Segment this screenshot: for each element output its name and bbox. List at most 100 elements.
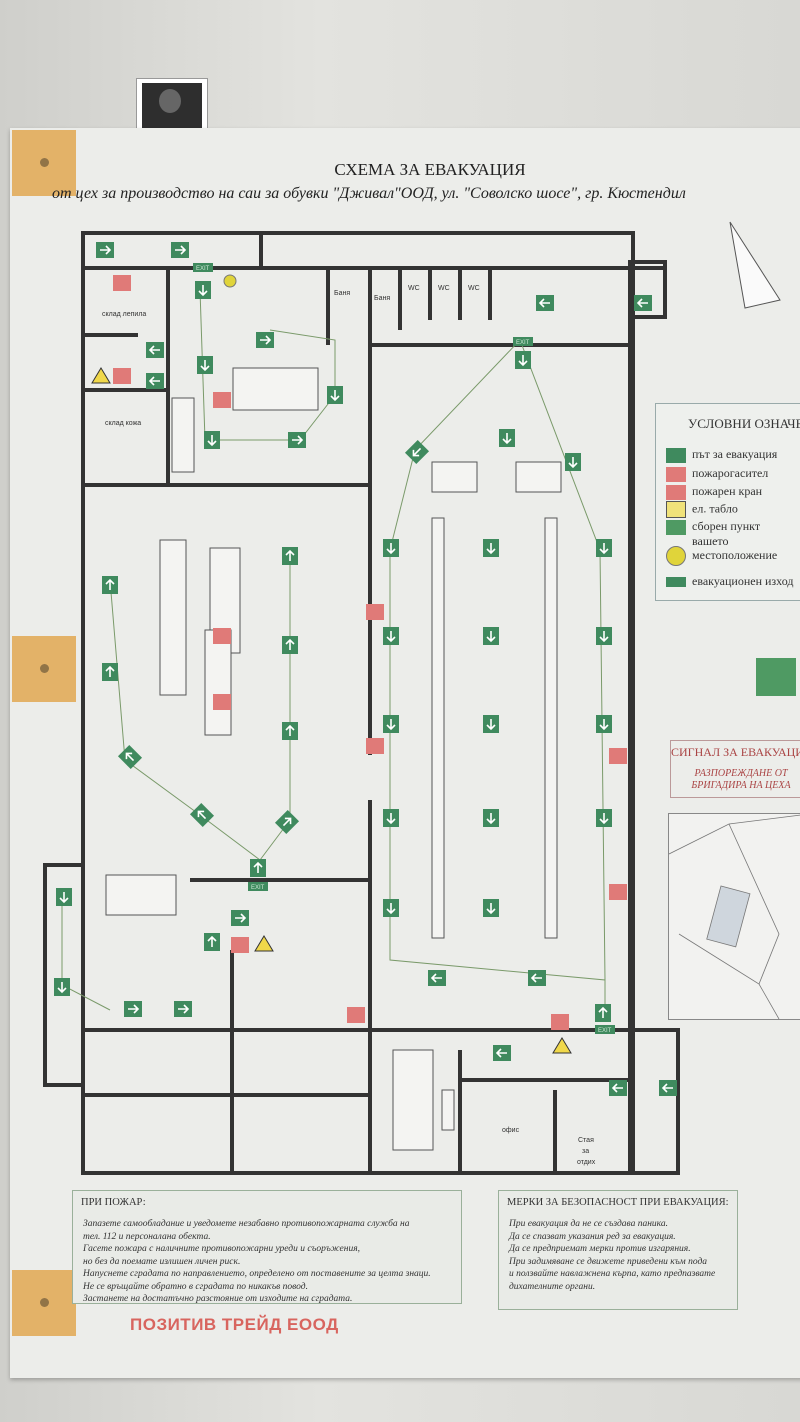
- evacuation-arrow-icon: [171, 242, 189, 258]
- safety-box-line: При задимяване се движете приведени към …: [509, 1256, 708, 1267]
- evacuation-arrow-icon: [195, 281, 211, 299]
- room-bath-1: Баня: [334, 290, 350, 297]
- exit-sign-icon: EXIT: [193, 263, 213, 272]
- walls: [43, 231, 680, 1175]
- evacuation-arrow-icon: [428, 970, 446, 986]
- electrical-panel-icon: [552, 1037, 572, 1054]
- evacuation-arrow-icon: [117, 744, 143, 770]
- assembly-point-icon: [666, 519, 686, 535]
- evacuation-arrow-icon: [528, 970, 546, 986]
- safety-box-line: дихателните органи.: [509, 1281, 596, 1292]
- exit-sign-label: EXIT: [196, 266, 210, 272]
- evacuation-arrow-icon: [274, 809, 300, 835]
- evacuation-arrow-icon: [204, 431, 220, 449]
- evacuation-arrow-icon: [56, 888, 72, 906]
- fire-extinguisher-icon: [347, 1007, 365, 1023]
- company-logo-sticker: [136, 78, 208, 135]
- fire-box-line: Напуснете сградата по направлението, опр…: [83, 1269, 431, 1279]
- legend-title: УСЛОВНИ ОЗНАЧЕНИЯ: [688, 416, 800, 431]
- evacuation-arrow-icon: [609, 1080, 627, 1096]
- evacuation-arrow-icon: [197, 356, 213, 374]
- evacuation-arrow-icon: [256, 332, 274, 348]
- safety-measures-box: МЕРКИ ЗА БЕЗОПАСНОСТ ПРИ ЕВАКУАЦИЯ: При …: [498, 1190, 738, 1310]
- evacuation-arrow-icon: [596, 627, 612, 645]
- fire-extinguisher-icon: [666, 466, 686, 482]
- fire-box-line: Не се връщайте обратно в сградата по ник…: [83, 1281, 308, 1292]
- evacuation-arrow-icon: [383, 715, 399, 733]
- company-name: ПОЗИТИВ ТРЕЙД ЕООД: [130, 1315, 339, 1334]
- legend-item: пожарогасител: [666, 466, 768, 482]
- site-map: [668, 813, 800, 1020]
- electrical-panel-icon: [666, 501, 686, 518]
- exit-sign-icon: EXIT: [513, 337, 533, 346]
- room-rest-2: за: [582, 1148, 589, 1155]
- evacuation-signal-box: СИГНАЛ ЗА ЕВАКУАЦИЯ РАЗПОРЕЖДАНЕ ОТ БРИГ…: [670, 740, 800, 798]
- evacuation-arrow-icon: [231, 910, 249, 926]
- safety-box-line: При евакуация да не се създава паника.: [509, 1219, 669, 1229]
- room-office: офис: [502, 1127, 520, 1134]
- legend-item: местоположение: [666, 546, 777, 566]
- you-are-here-marker: [223, 274, 237, 288]
- room-wc-1: WC: [408, 285, 420, 292]
- signal-title: СИГНАЛ ЗА ЕВАКУАЦИЯ: [671, 745, 800, 759]
- fire-extinguisher-icon: [609, 748, 627, 764]
- fire-extinguisher-icon: [366, 738, 384, 754]
- evacuation-arrow-icon: [204, 933, 220, 951]
- evacuation-arrow-icon: [565, 453, 581, 471]
- evacuation-arrow-icon: [102, 576, 118, 594]
- evacuation-arrow-icon: [483, 809, 499, 827]
- fire-extinguisher-icon: [113, 368, 131, 384]
- evacuation-arrow-icon: [596, 539, 612, 557]
- room-rest-1: Стая: [578, 1137, 594, 1144]
- you-are-here-icon: [666, 546, 686, 566]
- fire-extinguisher-icon: [609, 884, 627, 900]
- evacuation-plan-poster: [10, 128, 800, 1378]
- fire-extinguisher-icon: [551, 1014, 569, 1030]
- room-leather-storage: склад кожа: [105, 420, 141, 427]
- fire-box-title: ПРИ ПОЖАР:: [81, 1197, 146, 1208]
- evacuation-arrow-icon: [596, 809, 612, 827]
- evacuation-arrow-icon: [288, 432, 306, 448]
- safety-box-line: Да се предприемат мерки против изгаряния…: [509, 1244, 691, 1254]
- plan-subtitle: от цех за производство на саи за обувки …: [52, 185, 686, 202]
- fire-box-line: Гасете пожара с наличните противопожарни…: [83, 1244, 360, 1254]
- evacuation-arrow-icon: [515, 351, 531, 369]
- evacuation-arrow-icon: [383, 899, 399, 917]
- evacuation-arrow-icon: [659, 1080, 677, 1096]
- fire-hydrant-icon: [666, 484, 686, 500]
- electrical-panel-icon: [254, 935, 274, 952]
- evacuation-arrow-icon: [282, 722, 298, 740]
- tape-middle: [12, 636, 76, 702]
- fire-box-line: Застанете на достатъчно разстояние от из…: [83, 1294, 353, 1304]
- room-bath-2: Баня: [374, 295, 390, 302]
- exit-sign-icon: EXIT: [248, 882, 268, 891]
- evacuation-arrow-icon: [146, 342, 164, 358]
- exit-sign-label: EXIT: [251, 885, 265, 891]
- evacuation-arrow-icon: [483, 627, 499, 645]
- legend-item: ел. табло: [666, 501, 738, 518]
- legend-item: сборен пункт: [666, 519, 760, 535]
- fire-instructions-box: ПРИ ПОЖАР: Запазете самообладание и увед…: [72, 1190, 462, 1304]
- fire-extinguisher-icon: [366, 604, 384, 620]
- evacuation-arrow-icon: [483, 899, 499, 917]
- exit-sign-label: EXIT: [516, 340, 530, 346]
- evacuation-arrow-icon: [483, 715, 499, 733]
- evacuation-arrow-icon: [499, 429, 515, 447]
- evacuation-arrow-icon: [96, 242, 114, 258]
- evacuation-arrow-icon: [493, 1045, 511, 1061]
- safety-box-line: Да се спазват указания ред за евакуация.: [509, 1231, 676, 1242]
- evacuation-arrow-icon: [54, 978, 70, 996]
- room-wc-2: WC: [438, 285, 450, 292]
- exit-sign-icon: [666, 577, 686, 588]
- evacuation-arrow-icon: [102, 663, 118, 681]
- electrical-panel-icon: [91, 367, 111, 384]
- room-wc-3: WC: [468, 285, 480, 292]
- fire-box-line: но без да поемате излишен личен риск.: [83, 1256, 241, 1267]
- fire-extinguisher-icon: [113, 275, 131, 291]
- evacuation-arrow-icon: [634, 295, 652, 311]
- fire-extinguisher-icon: [213, 694, 231, 710]
- evacuation-arrow-icon: [404, 439, 430, 465]
- evacuation-arrow-icon: [146, 373, 164, 389]
- safety-box-line: и ползвайте навлажнена кърпа, като предп…: [509, 1269, 716, 1279]
